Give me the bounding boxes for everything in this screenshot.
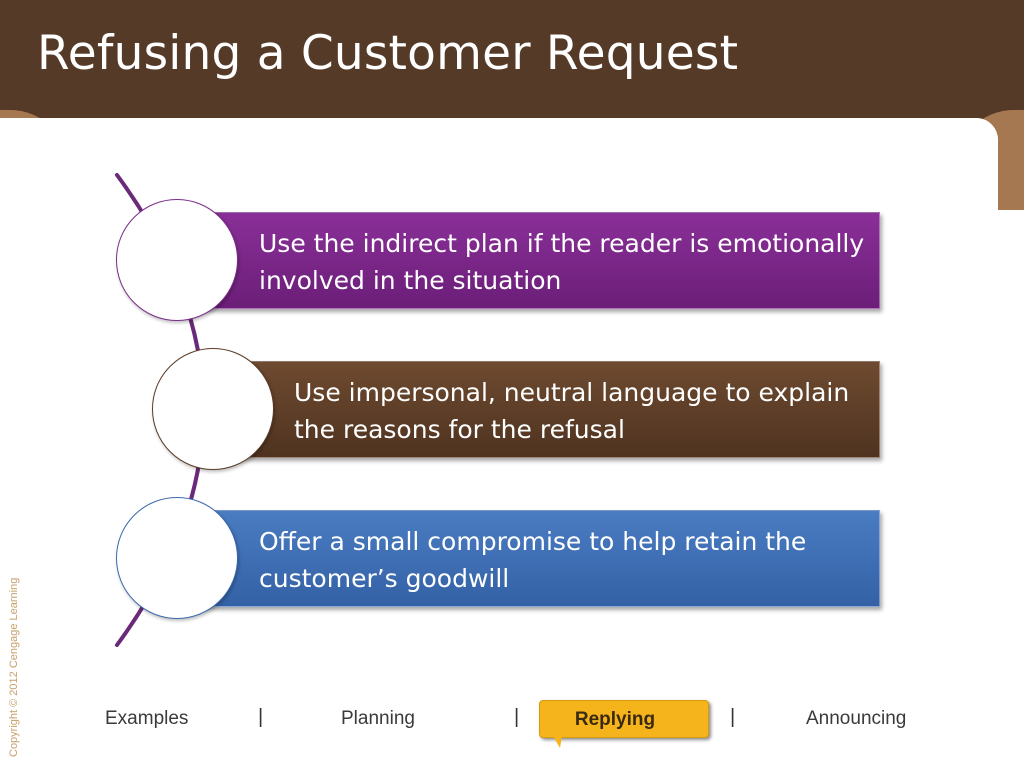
- point-circle-1: [116, 199, 238, 321]
- nav-examples-link[interactable]: Examples: [105, 708, 189, 729]
- copyright-notice: Copyright © 2012 Cengage Learning: [8, 577, 20, 757]
- nav-announcing-link[interactable]: Announcing: [806, 708, 907, 729]
- point-text-1: Use the indirect plan if the reader is e…: [259, 229, 865, 295]
- point-text-2: Use impersonal, neutral language to expl…: [294, 378, 850, 444]
- point-circle-3: [116, 497, 238, 619]
- point-bar-1: Use the indirect plan if the reader is e…: [200, 212, 880, 309]
- nav-replying-button[interactable]: Replying: [539, 700, 709, 738]
- nav-planning-link[interactable]: Planning: [341, 708, 415, 729]
- nav-separator: |: [514, 706, 520, 728]
- content-card-left: [0, 200, 44, 770]
- point-bar-3: Offer a small compromise to help retain …: [200, 510, 880, 607]
- page-title: Refusing a Customer Request: [37, 26, 739, 81]
- point-text-3: Offer a small compromise to help retain …: [259, 527, 807, 593]
- point-circle-2: [152, 348, 274, 470]
- nav-active-pointer: [553, 736, 562, 748]
- point-bar-2: Use impersonal, neutral language to expl…: [236, 361, 880, 458]
- nav-separator: |: [730, 706, 736, 728]
- nav-replying-label: Replying: [574, 709, 656, 730]
- nav-separator: |: [258, 706, 264, 728]
